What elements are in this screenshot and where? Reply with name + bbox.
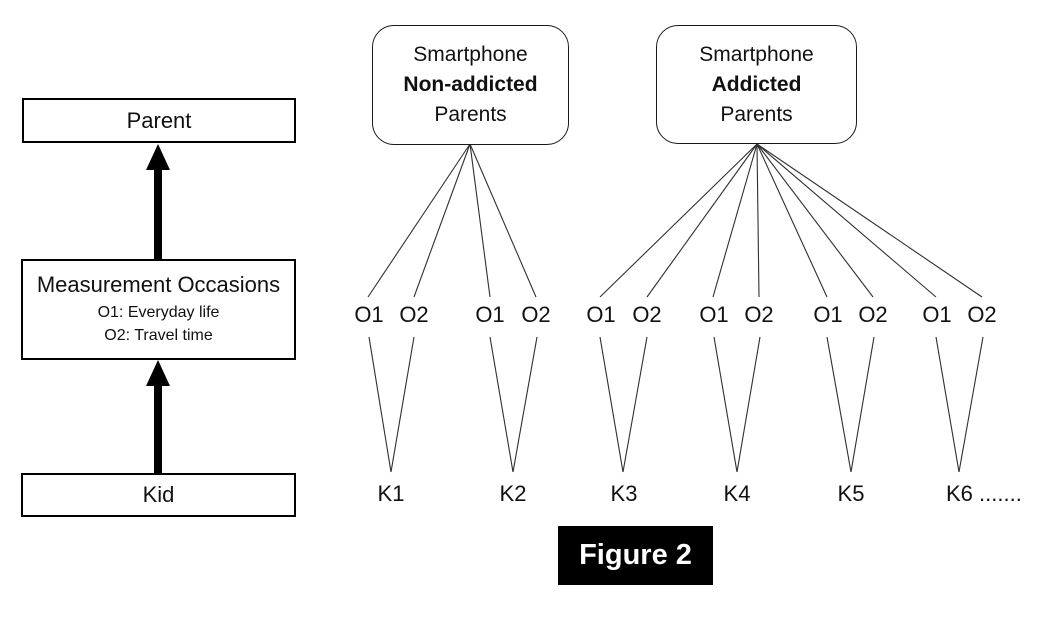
figure-caption: Figure 2 xyxy=(558,526,713,585)
kid-label: K1 xyxy=(377,481,405,506)
connector-line xyxy=(512,336,538,473)
connector-line xyxy=(469,143,491,298)
connector-line xyxy=(756,143,760,298)
non-addicted-line2: Non-addicted xyxy=(403,73,538,96)
non-addicted-parents-box: Smartphone Non-addicted Parents xyxy=(372,25,569,145)
connector-line xyxy=(850,336,875,473)
connector-line xyxy=(390,336,415,473)
occasion-label: O2 xyxy=(521,302,551,327)
non-addicted-line3: Parents xyxy=(434,103,507,126)
connector-line xyxy=(413,143,471,298)
parent-box-label: Parent xyxy=(126,107,192,133)
addicted-line3: Parents xyxy=(720,102,793,126)
up-arrow-head xyxy=(146,144,170,170)
occasion-label: O2 xyxy=(858,302,888,327)
connector-line xyxy=(713,336,738,473)
connector-line xyxy=(756,143,983,298)
connector-line xyxy=(469,143,537,298)
occasion-label: O2 xyxy=(632,302,662,327)
kid-label: K2 xyxy=(499,481,527,506)
connector-line xyxy=(622,336,648,473)
connector-line xyxy=(935,336,960,473)
kid-label: K5 xyxy=(837,481,865,506)
kid-box: Kid xyxy=(21,473,296,517)
measurement-occasions-box: Measurement Occasions O1: Everyday life … xyxy=(21,259,296,360)
kid-box-label: Kid xyxy=(142,482,175,507)
measurement-occasions-title: Measurement Occasions xyxy=(36,272,281,297)
occasion-label: O1 xyxy=(699,302,729,327)
connector-line xyxy=(599,336,624,473)
connector-line xyxy=(712,143,758,298)
occasion2-definition: O2: Travel time xyxy=(104,327,213,344)
addicted-line2: Addicted xyxy=(711,72,802,96)
occasion-label: O2 xyxy=(967,302,997,327)
non-addicted-line1: Smartphone xyxy=(413,43,528,66)
occasion-label: O2 xyxy=(744,302,774,327)
occasion-label: O1 xyxy=(586,302,616,327)
connector-line xyxy=(368,336,392,473)
up-arrow-shaft xyxy=(154,384,162,473)
up-arrow-shaft xyxy=(154,168,162,259)
connector-line xyxy=(736,336,761,473)
connector-line xyxy=(756,143,828,298)
occasion-label: O1 xyxy=(813,302,843,327)
connector-line xyxy=(756,143,937,298)
kid-label: K3 xyxy=(610,481,638,506)
connector-line xyxy=(489,336,514,473)
addicted-parents-box: Smartphone Addicted Parents xyxy=(656,25,857,144)
occasion1-definition: O1: Everyday life xyxy=(97,304,220,321)
connector-line xyxy=(646,143,758,298)
occasion-label: O1 xyxy=(922,302,952,327)
connector-line xyxy=(599,143,758,298)
connector-line xyxy=(756,143,874,298)
figure-caption-label: Figure 2 xyxy=(579,539,692,571)
occasion-label: O1 xyxy=(475,302,505,327)
connector-line xyxy=(958,336,984,473)
connector-line xyxy=(826,336,852,473)
up-arrow-head xyxy=(146,360,170,386)
connector-line xyxy=(367,143,471,298)
parent-box: Parent xyxy=(22,98,296,143)
kid-label: K4 xyxy=(723,481,751,506)
occasion-label: O1 xyxy=(354,302,384,327)
addicted-line1: Smartphone xyxy=(699,42,814,66)
kid-label: K6 ....... xyxy=(946,481,1022,506)
occasion-label: O2 xyxy=(399,302,429,327)
